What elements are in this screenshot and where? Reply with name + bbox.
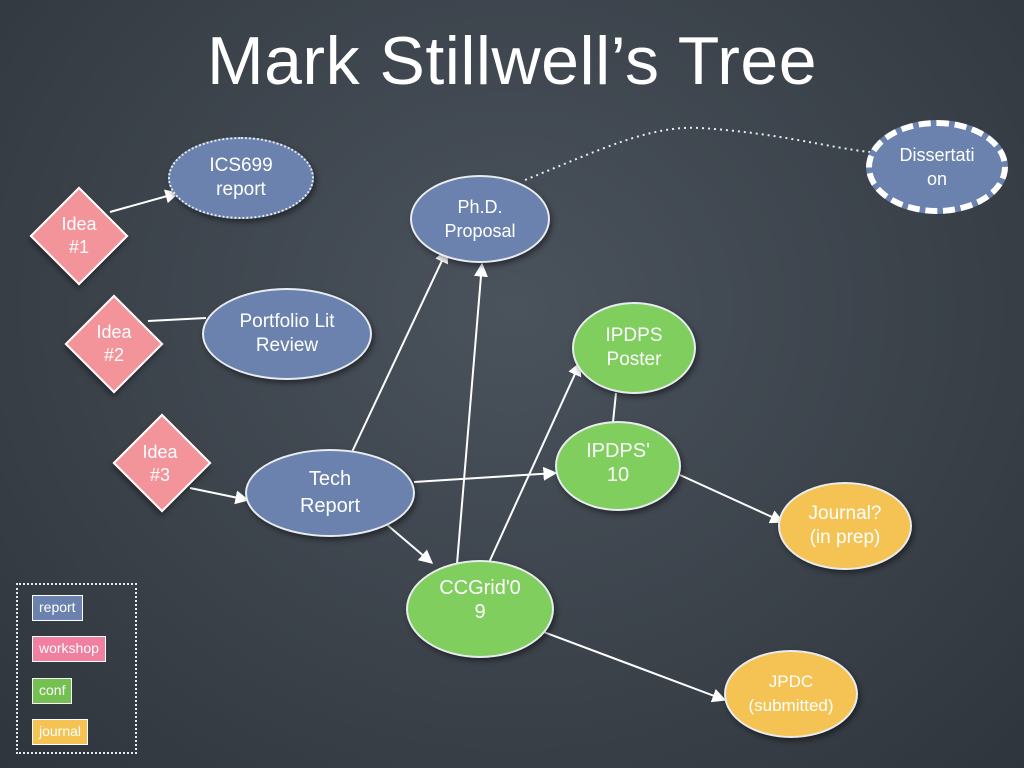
idea-1-label: Idea #1	[44, 213, 114, 259]
node-ccgrid09[interactable]: CCGrid'0 9	[406, 560, 554, 658]
node-label-line2: 10	[606, 464, 630, 486]
idea-label-line1: Idea	[142, 442, 178, 462]
edge-ipdps10-journal	[679, 474, 785, 524]
idea-label-line1: Idea	[96, 322, 132, 342]
node-label-line2: Report	[299, 495, 361, 517]
node-journal-in-prep[interactable]: Journal? (in prep)	[778, 482, 912, 570]
node-label-line2: Poster	[606, 349, 662, 370]
idea-2-label: Idea #2	[79, 321, 149, 367]
edge-ccgrid-phd	[456, 262, 488, 565]
node-label-line2: report	[216, 179, 266, 200]
node-label-line1: Portfolio Lit	[239, 311, 335, 332]
edge-ccgrid-ipdps-poster	[486, 361, 582, 568]
node-label-line2: 9	[474, 601, 486, 623]
idea-label-line2: #3	[149, 465, 171, 485]
node-dissertation[interactable]: Dissertati on	[866, 120, 1008, 214]
node-portfolio-lit-review[interactable]: Portfolio Lit Review	[202, 288, 372, 380]
edge-idea1-ics699	[109, 189, 180, 213]
page-title: Mark Stillwell’s Tree	[206, 23, 818, 99]
idea-3-label: Idea #3	[125, 441, 195, 487]
node-ics699-report[interactable]: ICS699 report	[168, 137, 314, 219]
idea-label-line2: #1	[68, 237, 90, 257]
idea-label-line2: #2	[103, 345, 125, 365]
node-label-line2: (submitted)	[748, 696, 834, 715]
legend-report: report	[32, 595, 83, 621]
node-label-line1: Journal?	[808, 503, 882, 524]
edge-idea3-tech-report	[189, 487, 250, 505]
node-phd-proposal[interactable]: Ph.D. Proposal	[410, 175, 550, 263]
node-label-line2: on	[926, 169, 947, 189]
node-label-line1: Ph.D.	[457, 197, 503, 217]
node-label-line1: JPDC	[768, 672, 814, 691]
edge-ipdps10-poster	[612, 392, 617, 423]
node-label-line2: Proposal	[444, 221, 516, 241]
node-ipdps-poster[interactable]: IPDPS Poster	[572, 302, 696, 394]
edge-idea2-portfolio	[147, 317, 207, 322]
node-label-line1: Tech	[308, 468, 352, 490]
node-ipdps10[interactable]: IPDPS' 10	[555, 421, 681, 511]
node-label-line1: CCGrid'0	[439, 577, 521, 599]
edge-tech-report-phd	[351, 248, 448, 453]
edge-tech-report-ipdps10	[413, 466, 558, 483]
legend-journal: journal	[32, 719, 89, 745]
node-tech-report[interactable]: Tech Report	[245, 449, 415, 537]
edge-phd-dissertation	[524, 126, 871, 181]
node-label-line1: IPDPS'	[586, 440, 650, 462]
node-label-line2: Review	[255, 335, 319, 356]
edge-tech-report-ccgrid	[384, 522, 434, 564]
legend-conf: conf	[32, 678, 73, 704]
node-label-line1: Dissertati	[899, 145, 975, 165]
node-label-line2: (in prep)	[809, 527, 881, 548]
node-jpdc-submitted[interactable]: JPDC (submitted)	[724, 650, 858, 738]
idea-label-line1: Idea	[61, 214, 97, 234]
edge-ccgrid-jpdc	[532, 627, 727, 703]
legend: report workshop conf journal	[16, 583, 137, 754]
legend-workshop: workshop	[32, 636, 106, 662]
node-label-line1: IPDPS	[605, 325, 663, 346]
node-label-line1: ICS699	[209, 155, 273, 176]
